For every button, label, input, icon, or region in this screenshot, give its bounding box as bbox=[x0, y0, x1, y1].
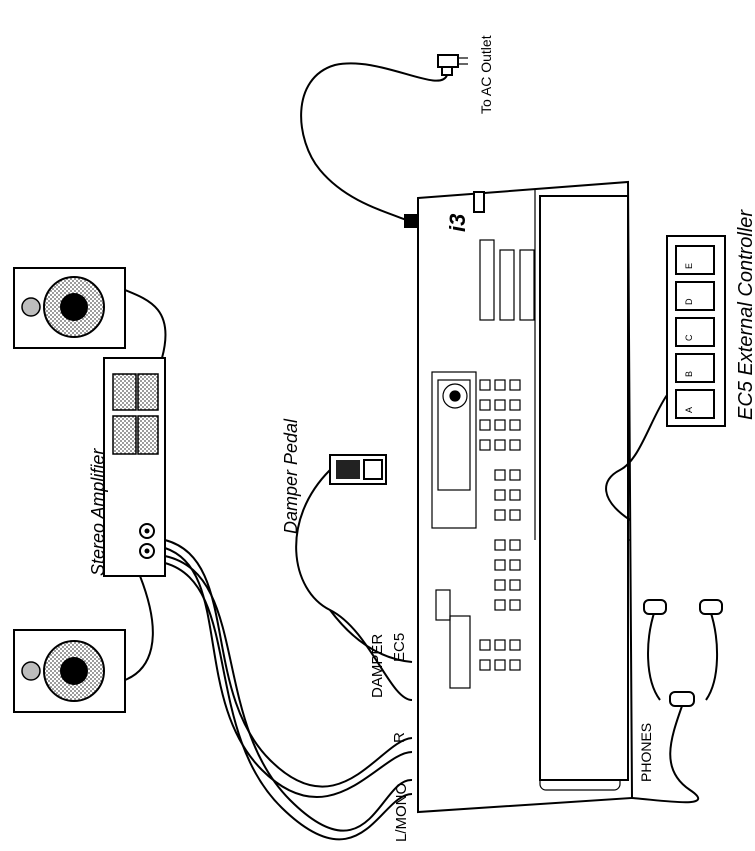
ec5-external-label: EC5 External Controller bbox=[735, 209, 755, 420]
ec5-button-d: D bbox=[684, 298, 694, 305]
keyboard: i3 bbox=[418, 182, 632, 812]
speaker-top-cable bbox=[125, 290, 166, 358]
amplifier-icon bbox=[104, 358, 165, 576]
damper-cable bbox=[296, 470, 412, 700]
r-jack-label: R bbox=[391, 732, 408, 743]
stereo-amplifier-label: Stereo Amplifier bbox=[88, 448, 108, 576]
lmono-jack-label: L/MONO bbox=[393, 783, 410, 842]
phones-label: PHONES bbox=[638, 723, 654, 782]
model-badge: i3 bbox=[445, 214, 470, 232]
ac-plug-icon bbox=[438, 55, 468, 75]
damper-pedal-label: Damper Pedal bbox=[281, 418, 301, 534]
ec5-button-e: E bbox=[684, 263, 694, 269]
speaker-top bbox=[14, 268, 125, 348]
ec5-button-c: C bbox=[684, 334, 694, 341]
ec5-controller: A B C D E bbox=[667, 236, 725, 426]
power-connector bbox=[404, 214, 418, 228]
ec5-button-b: B bbox=[684, 371, 694, 377]
damper-jack-label: DAMPER bbox=[369, 634, 386, 698]
ec5-jack-label: EC5 bbox=[391, 633, 408, 662]
speaker-bottom-cable bbox=[125, 576, 153, 680]
damper-pedal-icon bbox=[330, 455, 386, 484]
headphones-icon bbox=[644, 600, 722, 706]
keyboard-keys bbox=[540, 196, 628, 780]
ec5-button-a: A bbox=[684, 407, 694, 413]
ac-outlet-label: To AC Outlet bbox=[478, 35, 494, 114]
speaker-bottom bbox=[14, 630, 125, 712]
